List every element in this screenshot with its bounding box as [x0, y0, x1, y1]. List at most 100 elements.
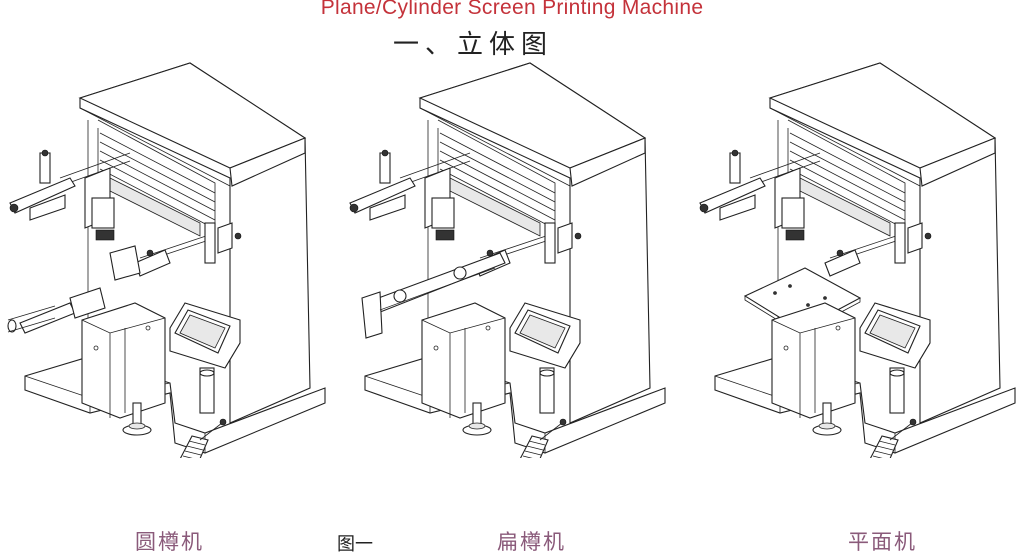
drawing-stroke: [919, 137, 996, 187]
drawing-stroke: [217, 222, 233, 254]
drawing-stroke: [399, 152, 471, 179]
drawing-stroke: [186, 445, 204, 451]
drawing-stroke: [19, 302, 76, 334]
drawing-stroke: [789, 141, 906, 203]
control-panel: [859, 302, 931, 414]
print-head: [399, 152, 471, 241]
drawing-stroke: [731, 149, 739, 157]
drawing-stroke: [234, 232, 242, 240]
drawing-stroke: [199, 369, 215, 377]
drawing-stroke: [539, 369, 555, 377]
drawing-stroke: [421, 302, 506, 419]
adjust-foot: [812, 402, 842, 436]
drawing-stroke: [381, 149, 389, 157]
english-title: Plane/Cylinder Screen Printing Machine: [320, 0, 704, 19]
drawing-stroke: [145, 325, 151, 331]
drawing-stroke: [526, 445, 544, 451]
drawing-stroke: [99, 159, 216, 221]
drawing-stroke: [179, 435, 209, 458]
drawing-stroke: [528, 440, 546, 446]
foot-pedal: [519, 418, 567, 458]
drawing-stroke: [188, 440, 206, 446]
drawing-stroke: [771, 302, 856, 419]
drawing-stroke: [204, 222, 216, 264]
drawing-stroke: [729, 152, 741, 184]
chinese-section-title: 一、立体图: [393, 30, 554, 60]
lower-cabinet: [81, 302, 166, 419]
print-head: [59, 152, 131, 241]
drawing-stroke: [29, 194, 66, 221]
drawing-stroke: [876, 445, 894, 451]
drawing-stroke: [199, 367, 215, 414]
drawing-stroke: [79, 98, 231, 423]
drawing-stroke: [39, 152, 51, 184]
drawing-stroke: [439, 141, 556, 203]
drawing-stroke: [364, 252, 506, 317]
drawing-stroke: [59, 152, 131, 179]
drawing-stroke: [557, 222, 573, 254]
drawing-stroke: [789, 168, 906, 230]
drawing-stroke: [437, 119, 556, 228]
drawing-stroke: [99, 141, 216, 203]
drawing-stroke: [199, 422, 223, 441]
main-cabinet: [768, 62, 1001, 424]
drawing-stroke: [519, 314, 566, 349]
drawing-stroke: [787, 119, 906, 228]
drawing-stroke: [9, 203, 19, 213]
drawing-stroke: [773, 291, 777, 295]
drawing-stroke: [453, 266, 467, 280]
caption-flat-cylinder-machine: 扁樽机: [497, 530, 566, 554]
machine-drawing-flat: [690, 58, 1024, 458]
drawing-stroke: [433, 345, 439, 351]
drawing-stroke: [869, 314, 916, 349]
drawing-stroke: [564, 342, 581, 369]
drawing-stroke: [539, 422, 563, 441]
drawing-stroke: [569, 137, 646, 187]
drawing-stroke: [783, 345, 789, 351]
lower-cabinet: [771, 302, 856, 419]
drawing-stroke: [93, 345, 99, 351]
adjust-foot: [462, 402, 492, 436]
guide-rails: [789, 132, 906, 237]
drawing-stroke: [574, 232, 582, 240]
drawing-stroke: [146, 249, 154, 257]
drawing-stroke: [539, 367, 555, 414]
foot-pedal: [179, 418, 227, 458]
screen-clamp-right: [824, 222, 932, 277]
caption-flat-machine: 平面机: [848, 530, 917, 554]
drawing-stroke: [519, 435, 549, 458]
drawing-stroke: [361, 291, 383, 339]
drawing-stroke: [824, 249, 861, 277]
drawing-stroke: [7, 317, 56, 333]
control-panel: [509, 302, 581, 414]
drawing-stroke: [524, 450, 542, 456]
drawing-stroke: [719, 194, 756, 221]
machine-drawing-cylinder: [0, 58, 340, 458]
figure-label: 图一: [337, 534, 373, 555]
cylinder-fixture-round: [7, 245, 141, 334]
drawing-stroke: [785, 229, 805, 241]
machine-line-art: [699, 62, 1016, 458]
drawing-stroke: [872, 455, 883, 458]
drawing-stroke: [182, 455, 193, 458]
drawing-stroke: [699, 203, 709, 213]
drawing-stroke: [184, 450, 202, 456]
foot-pedal: [869, 418, 917, 458]
drawing-stroke: [914, 342, 931, 369]
machine-drawing-flat-cylinder: [340, 58, 680, 458]
drawing-stroke: [349, 203, 359, 213]
drawing-stroke: [439, 168, 556, 230]
drawing-stroke: [97, 119, 216, 228]
drawing-stroke: [788, 284, 792, 288]
drawing-stroke: [109, 245, 141, 281]
adjust-foot: [122, 402, 152, 436]
drawing-stroke: [439, 132, 556, 194]
drawing-stroke: [559, 418, 567, 426]
drawing-stroke: [219, 418, 227, 426]
drawing-stroke: [924, 232, 932, 240]
drawing-stroke: [485, 325, 491, 331]
drawing-stroke: [789, 159, 906, 221]
drawing-stroke: [431, 197, 455, 229]
drawing-stroke: [789, 132, 906, 194]
drawing-stroke: [439, 150, 556, 212]
